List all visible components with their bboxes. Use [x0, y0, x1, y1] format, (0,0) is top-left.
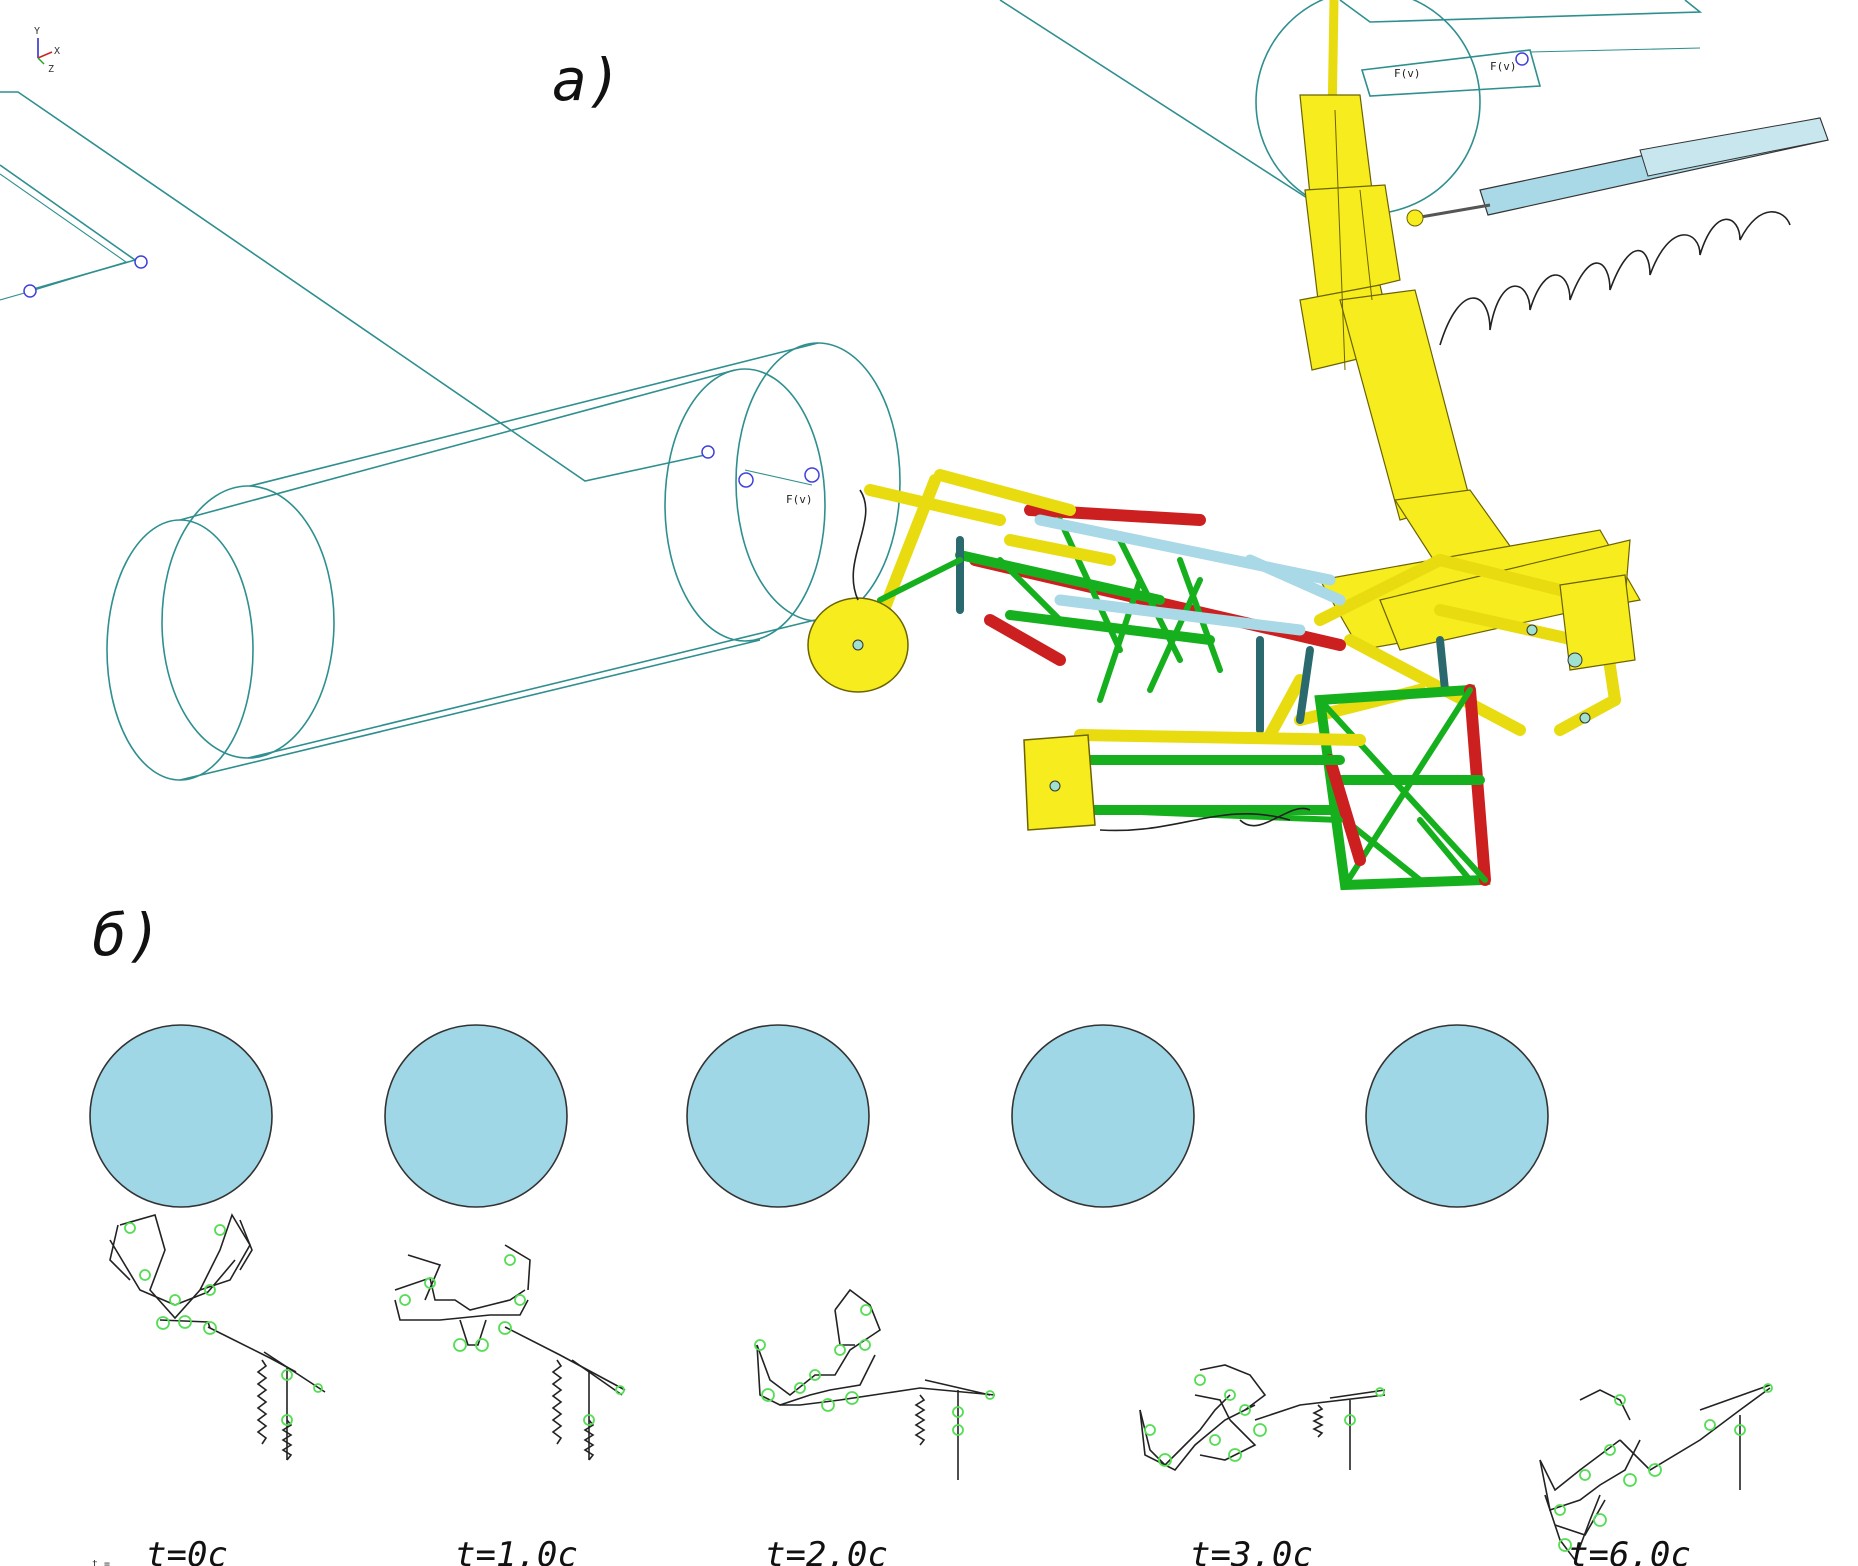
time-label: t=6,0c [1568, 1535, 1691, 1566]
time-prefix: t = [92, 1559, 110, 1566]
force-label: F(v) [786, 493, 813, 506]
wireframe-wing [0, 91, 715, 482]
manipulator-truss [807, 469, 1491, 891]
time-label: t=0c [146, 1535, 228, 1566]
mechanism-frame [1139, 1364, 1386, 1472]
mechanism-frame [754, 1288, 996, 1480]
panel-a-label: а) [552, 46, 622, 114]
panel-a: Y X Z а) F(v) [0, 0, 1829, 891]
panel-b: б) [89, 901, 1773, 1566]
force-label-upper-1: F(v) [1394, 67, 1421, 80]
gripper-pad-lower [1023, 734, 1096, 831]
joint-marker-icon [1515, 52, 1529, 66]
time-label: t=1,0c [455, 1535, 578, 1566]
axis-x-label: X [54, 46, 60, 57]
target-ball [384, 1024, 568, 1208]
force-label-upper-2: F(v) [1490, 60, 1517, 73]
time-label: t=2,0c [765, 1535, 888, 1566]
joint-marker-icon [23, 284, 37, 298]
crane-boom [1264, 0, 1829, 741]
axis-z-label: Z [48, 64, 54, 75]
joint-marker-icon [804, 467, 820, 483]
mechanism-frame [394, 1244, 626, 1461]
joint-marker-icon [701, 445, 715, 459]
mechanism-frame [109, 1213, 326, 1461]
axis-y-label: Y [34, 26, 40, 37]
panel-b-label: б) [92, 901, 162, 969]
wireframe-cylinder: F(v) [106, 342, 901, 781]
joint-marker-icon [134, 255, 148, 269]
target-ball [89, 1024, 273, 1208]
joint-marker-icon [738, 472, 754, 488]
target-ball [686, 1024, 870, 1208]
time-label: t=3,0c [1190, 1535, 1313, 1566]
target-ball [1365, 1024, 1549, 1208]
mechanism-frame [1539, 1383, 1773, 1562]
target-ball [1011, 1024, 1195, 1208]
axis-triad-icon: Y X Z [34, 26, 60, 75]
